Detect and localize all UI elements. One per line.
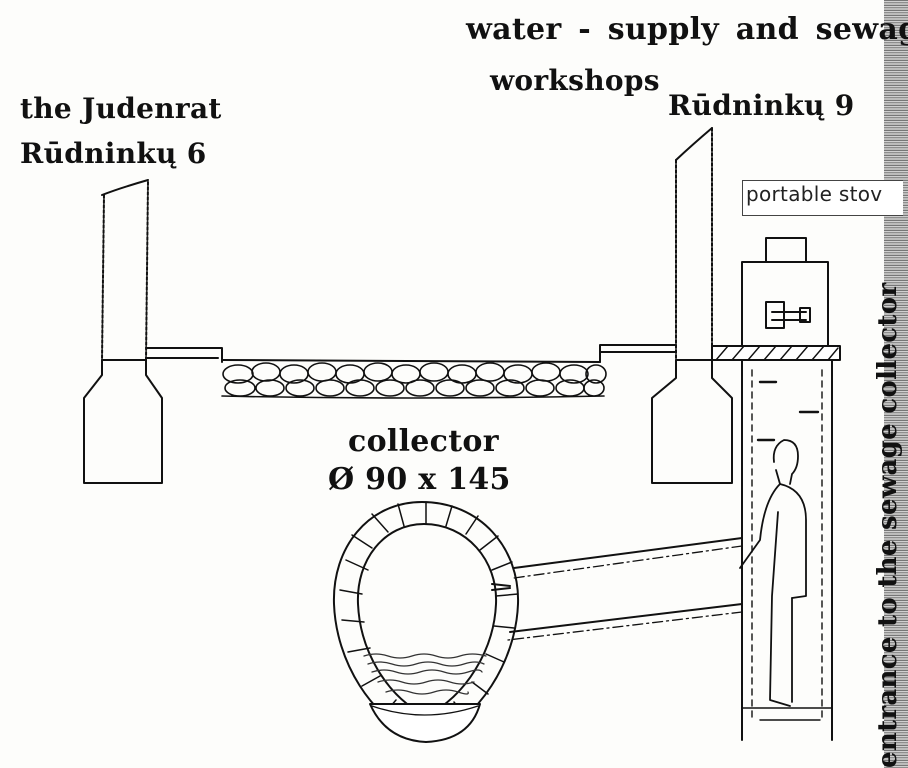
label-rudninku-6: Rūdninkų 6 xyxy=(20,137,207,170)
label-judenrat: the Judenrat xyxy=(20,92,222,125)
collector-pipe xyxy=(332,501,520,743)
person-figure xyxy=(739,439,807,707)
portable-stove xyxy=(741,237,829,347)
label-workshops: workshops xyxy=(490,64,660,97)
connecting-pipe xyxy=(491,537,743,641)
judenrat-wall xyxy=(83,179,163,484)
floor-slab xyxy=(711,345,841,361)
scan-edge xyxy=(884,0,908,768)
label-collector: collector xyxy=(348,424,499,459)
label-water-supply: water - supply and sewage xyxy=(466,12,908,47)
label-entrance: entrance to the sewage collector xyxy=(873,282,903,768)
label-rudninku-9: Rūdninkų 9 xyxy=(668,89,855,122)
street-surface xyxy=(145,344,677,363)
label-collector-size: Ø 90 x 145 xyxy=(328,462,511,497)
stove-label-box xyxy=(742,180,903,216)
label-portable-stove: portable stov xyxy=(746,182,883,206)
entrance-shaft xyxy=(741,359,833,741)
cobblestones xyxy=(221,362,607,399)
workshop-wall xyxy=(651,127,733,484)
water-surface xyxy=(363,653,487,695)
